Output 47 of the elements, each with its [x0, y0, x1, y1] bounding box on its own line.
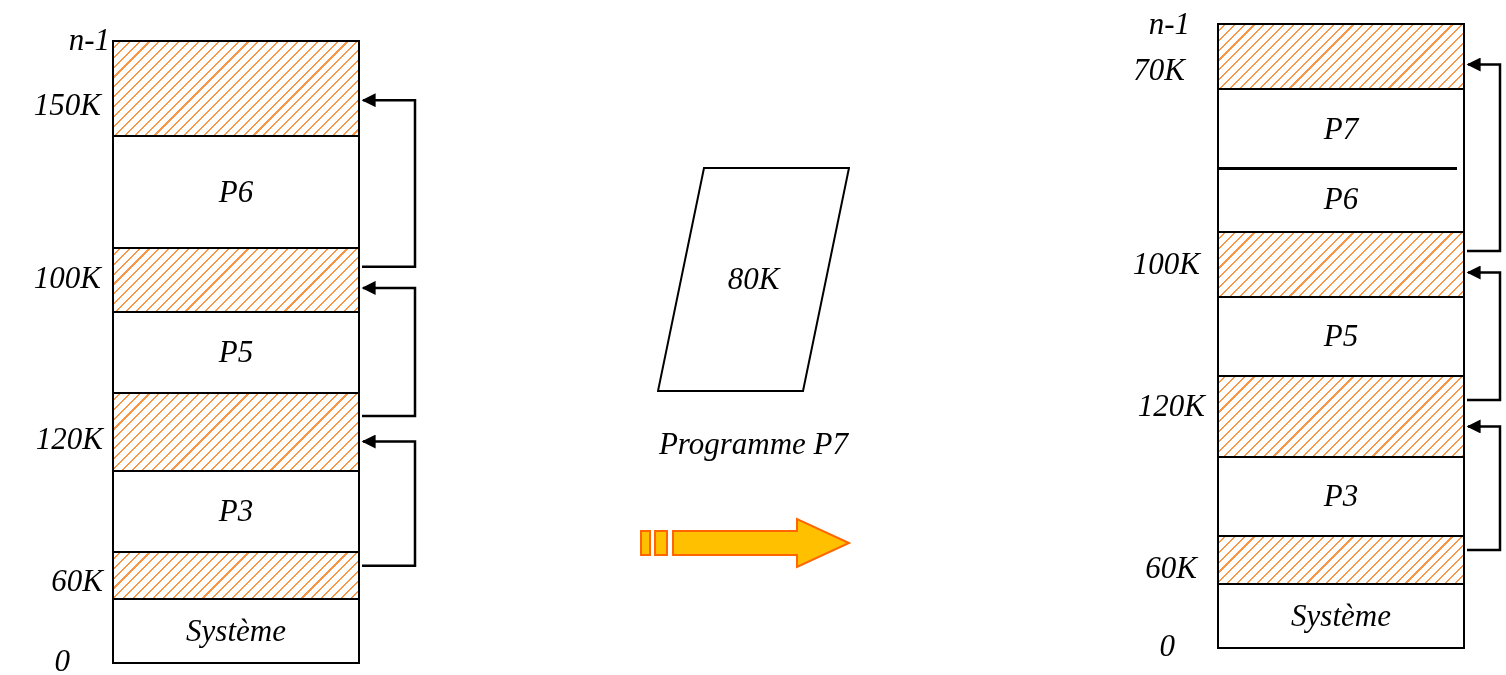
address-label: 150K [32, 89, 101, 120]
free-memory-block [1217, 535, 1465, 585]
block-label: P3 [1323, 479, 1359, 514]
free-memory-block [1217, 375, 1465, 458]
free-memory-block [112, 40, 360, 137]
address-label: 70K [1132, 54, 1185, 85]
free-memory-block [112, 247, 360, 313]
arrow [361, 93, 417, 269]
memory-block [1217, 456, 1465, 537]
memory-block [1217, 583, 1465, 649]
memory-block [1217, 168, 1465, 233]
block-label: P5 [1323, 319, 1359, 354]
block-label: P6 [1323, 182, 1359, 217]
arrow [361, 280, 417, 418]
block-label: P6 [218, 174, 254, 210]
block-label: P3 [218, 494, 254, 529]
block-label: P7 [1323, 111, 1359, 147]
arrow [1466, 265, 1502, 402]
program-parallelogram [657, 167, 850, 392]
free-memory-block [112, 551, 360, 600]
memory-block [1217, 88, 1465, 168]
address-label: 0 [53, 645, 70, 675]
address-label: 100K [1131, 248, 1200, 279]
free-memory-block [1217, 23, 1465, 90]
address-label: 60K [50, 565, 103, 596]
block-label: Système [186, 613, 286, 649]
block-label: Système [1291, 598, 1391, 634]
address-label: n-1 [1147, 8, 1190, 39]
memory-block [112, 470, 360, 553]
address-label: 120K [34, 423, 103, 454]
address-label: 120K [1136, 390, 1205, 421]
arrow [361, 434, 417, 567]
block-label: 80K [727, 262, 780, 297]
memory-block [112, 135, 360, 249]
arrow [1466, 419, 1502, 552]
address-label: 60K [1144, 552, 1197, 583]
memory-block [1217, 296, 1465, 377]
address-label: 100K [32, 262, 101, 293]
address-label: n-1 [67, 24, 110, 55]
free-memory-block [1217, 231, 1465, 298]
block-label: P5 [218, 335, 254, 370]
memory-block [112, 598, 360, 664]
arrow [1466, 57, 1502, 253]
program-label: Programme P7 [657, 428, 850, 459]
address-label: 0 [1158, 630, 1175, 661]
memory-block [112, 311, 360, 394]
free-memory-block [112, 392, 360, 472]
